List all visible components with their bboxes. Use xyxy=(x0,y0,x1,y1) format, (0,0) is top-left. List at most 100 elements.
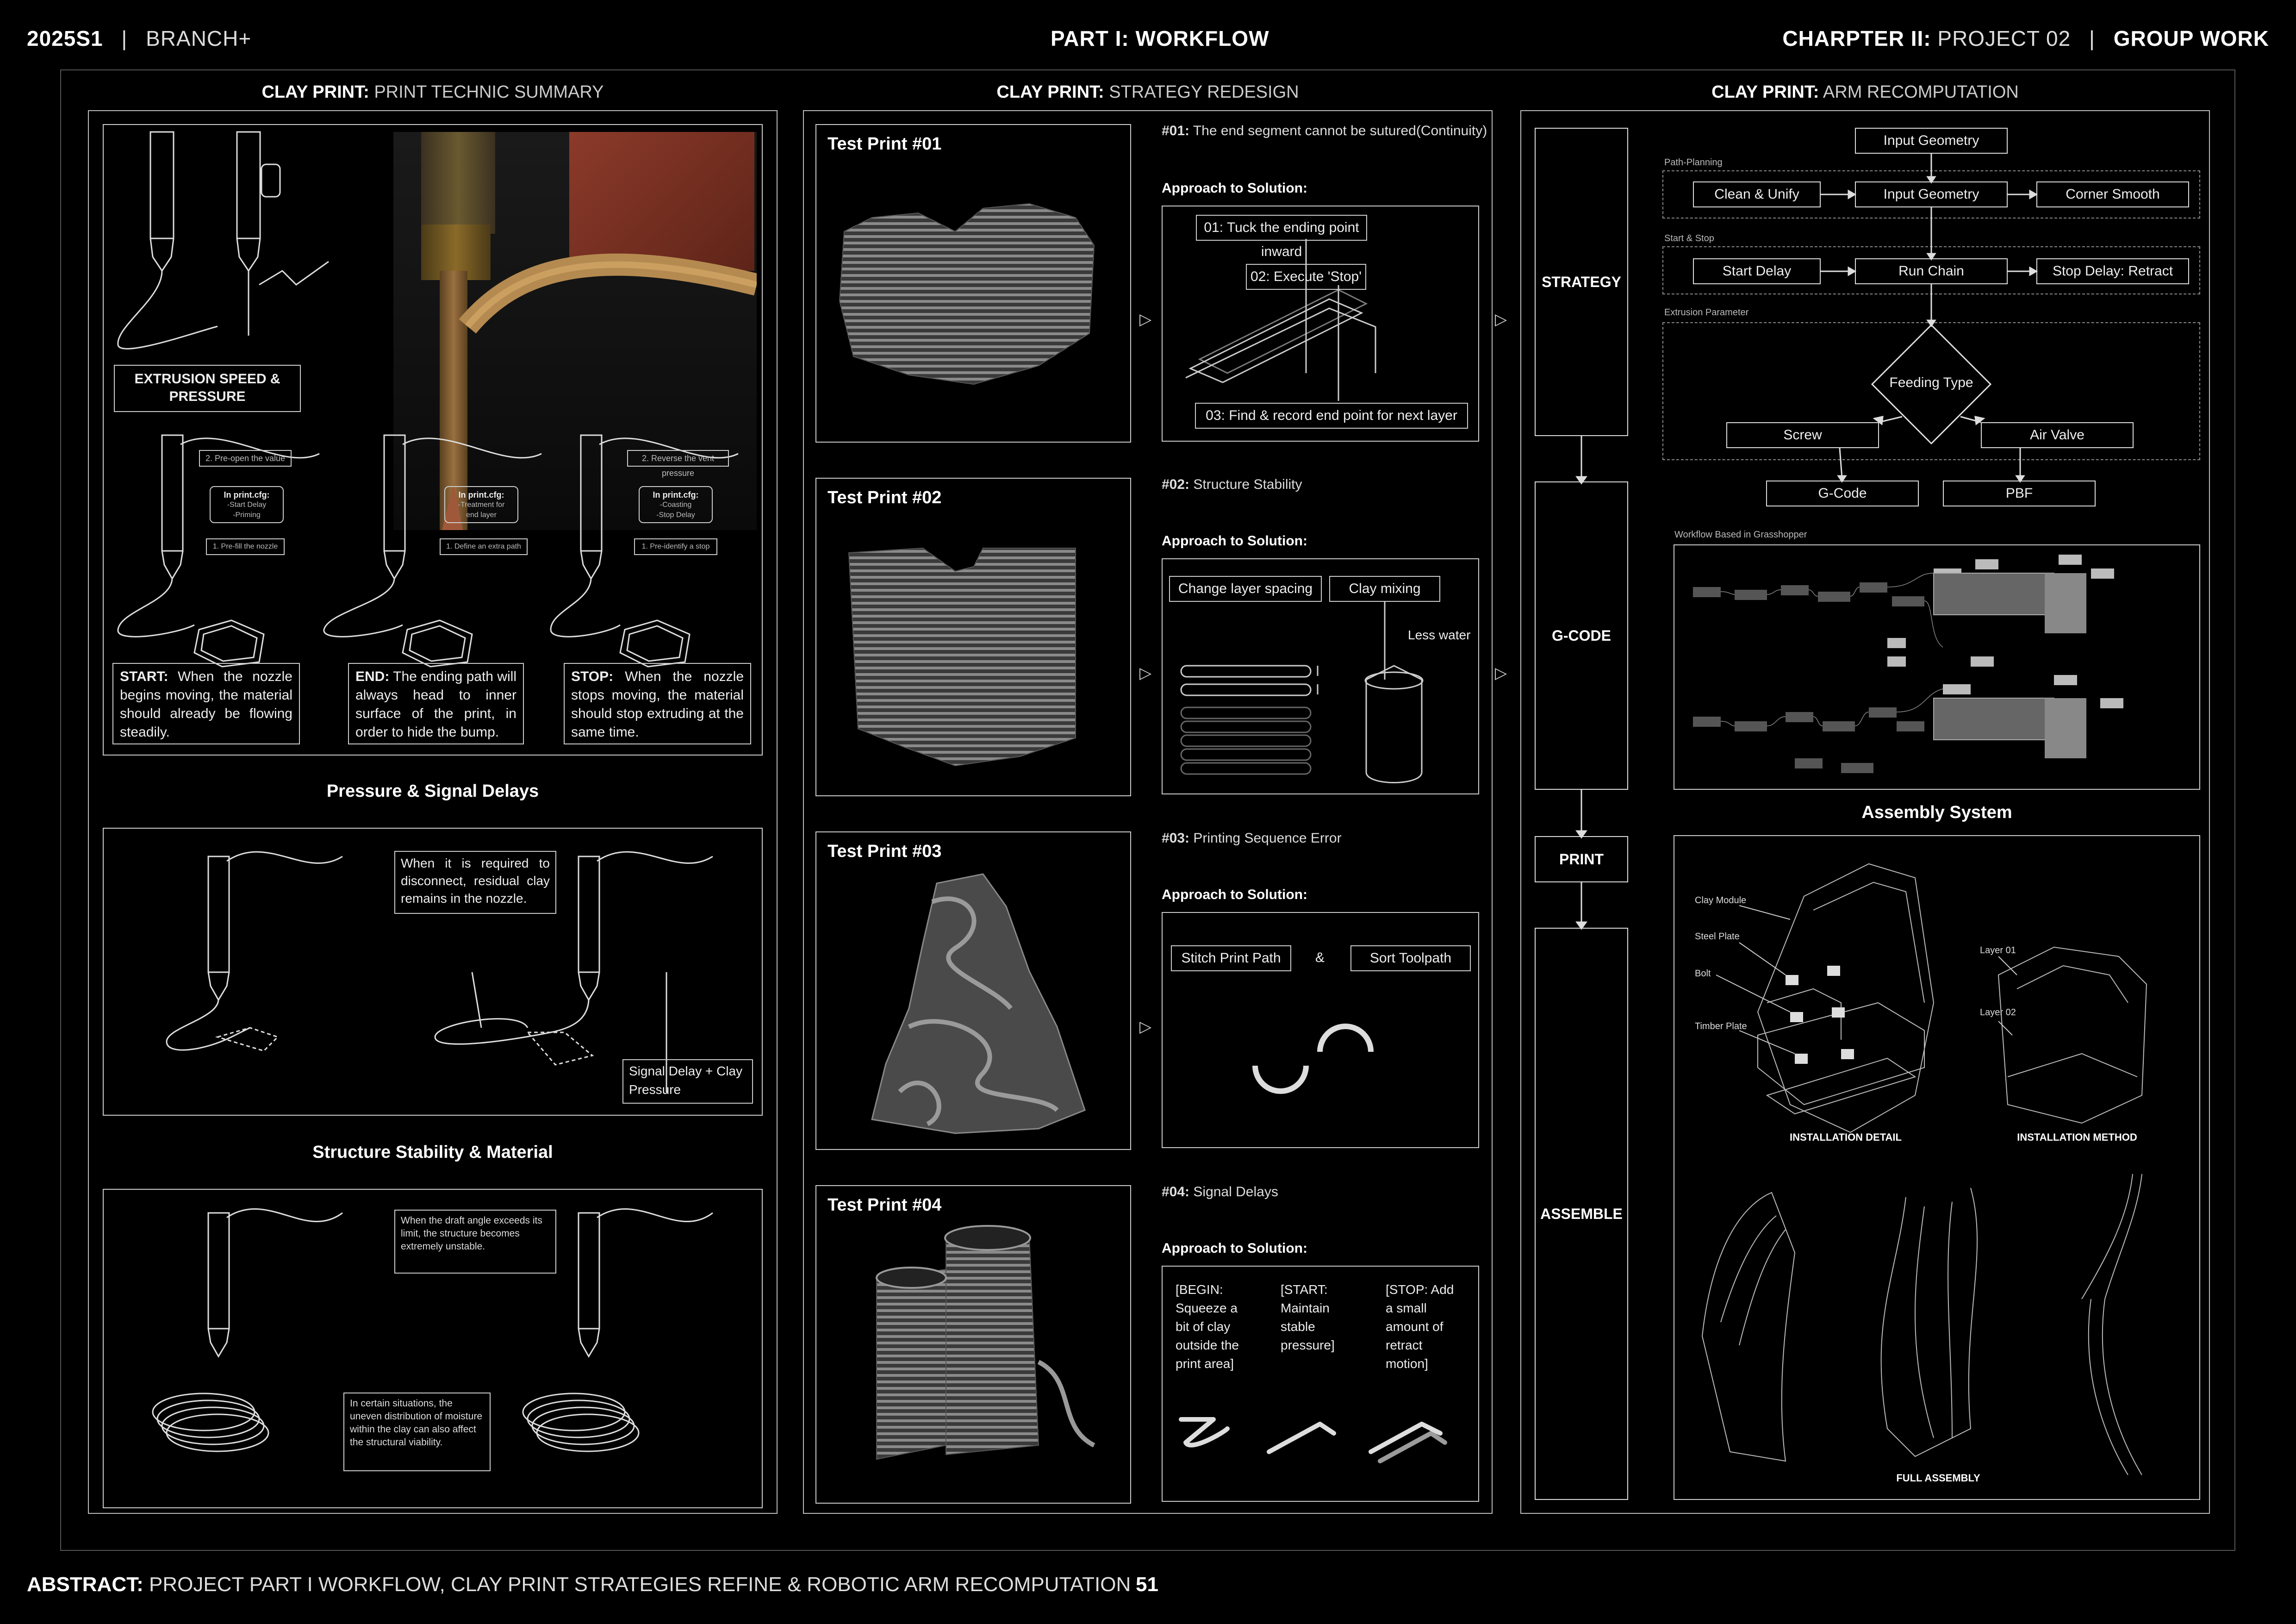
layer-spacing-sketch xyxy=(1180,602,1424,783)
extrusion-label: EXTRUSION SPEED & PRESSURE xyxy=(114,365,301,412)
assembly-title: Assembly System xyxy=(1861,803,2012,822)
label-bolt: Bolt xyxy=(1695,968,1711,979)
step-arrows xyxy=(1575,436,1587,930)
label-path-planning: Path-Planning xyxy=(1664,157,1723,168)
test-print-01-box: Test Print #01 xyxy=(815,124,1131,443)
test-print-02-label: Test Print #02 xyxy=(828,488,942,507)
approach-01: Approach to Solution: xyxy=(1162,181,1307,196)
solution-04-begin: [BEGIN: Squeeze a bit of clay outside th… xyxy=(1176,1282,1239,1371)
test-print-03-box: Test Print #03 xyxy=(815,831,1131,1150)
arrow-2: ▷ xyxy=(1139,664,1152,682)
solution-04-stop: [STOP: Add a small amount of retract mot… xyxy=(1386,1282,1454,1371)
pressure-title: Pressure & Signal Delays xyxy=(326,781,539,801)
solution-01-step-a: 01: Tuck the ending point inward xyxy=(1196,215,1367,259)
label-start-stop: Start & Stop xyxy=(1664,233,1714,244)
col1-title: CLAY PRINT: PRINT TECHNIC SUMMARY xyxy=(261,82,604,102)
semester-code: 2025S1 xyxy=(27,26,103,50)
pressure-sketch xyxy=(166,851,713,1093)
approach-02: Approach to Solution: xyxy=(1162,533,1307,549)
nozzle-sketches-middle xyxy=(117,434,739,668)
callout-extra-path: 1. Define an extra path xyxy=(440,538,528,555)
solution-01-step-c: 03: Find & record end point for next lay… xyxy=(1195,403,1468,429)
start-description: START: When the nozzle begins moving, th… xyxy=(112,663,300,744)
col2-frame xyxy=(803,110,1493,1514)
header-separator: | xyxy=(121,26,128,50)
nozzle-sketch-top xyxy=(117,131,329,350)
header-right: CHARPTER II: PROJECT 02 | GROUP WORK xyxy=(1782,26,2269,51)
callout-pre-identify: 1. Pre-identify a stop xyxy=(634,538,717,555)
node-clean-unify: Clean & Unify xyxy=(1693,181,1821,207)
footer-abstract: ABSTRACT: PROJECT PART I WORKFLOW, CLAY … xyxy=(27,1573,1131,1596)
callout-prefill: 1. Pre-fill the nozzle xyxy=(206,538,285,555)
label-steel-plate: Steel Plate xyxy=(1695,931,1740,942)
solution-03-a: Stitch Print Path xyxy=(1171,945,1291,971)
end-description: END: The ending path will always head to… xyxy=(348,663,524,744)
label-layer02: Layer 02 xyxy=(1980,1007,2016,1018)
node-air-valve: Air Valve xyxy=(1981,422,2134,448)
label-install-detail: INSTALLATION DETAIL xyxy=(1790,1131,1902,1143)
cfg-end-box: In print.cfg: -Treatment for end layer xyxy=(444,486,518,523)
feeding-diamond xyxy=(1871,324,1992,445)
pressure-note: When it is required to disconnect, resid… xyxy=(394,851,556,914)
label-timber-plate: Timber Plate xyxy=(1695,1021,1747,1031)
stop-description: STOP: When the nozzle stops moving, the … xyxy=(564,663,751,744)
node-start-delay: Start Delay xyxy=(1693,258,1821,284)
label-clay-module: Clay Module xyxy=(1695,895,1747,906)
outer-frame xyxy=(60,69,2235,1551)
test-print-03-image xyxy=(871,873,1086,1134)
label-layer01: Layer 01 xyxy=(1980,945,2016,956)
solution-02-a: Change layer spacing xyxy=(1169,576,1322,602)
arrow-3: ▷ xyxy=(1139,1018,1152,1036)
signal-delay-paths xyxy=(1179,1417,1447,1463)
solution-03-panel: Stitch Print Path & Sort Toolpath xyxy=(1162,912,1479,1148)
issue-03: #03: Printing Sequence Error xyxy=(1162,831,1342,846)
test-print-03-label: Test Print #03 xyxy=(828,842,942,861)
solution-01-panel: 01: Tuck the ending point inward 02: Exe… xyxy=(1162,206,1479,442)
callout-reverse: 2. Reverse the vent pressure xyxy=(627,450,729,478)
page-number: 51 xyxy=(1136,1573,1158,1596)
stability-sketch xyxy=(152,1208,713,1452)
solution-04-start: [START: Maintain stable pressure] xyxy=(1281,1282,1335,1352)
solution-04-panel: [BEGIN: Squeeze a bit of clay outside th… xyxy=(1162,1266,1479,1502)
cfg-start-box: In print.cfg: -Start Delay -Priming xyxy=(210,486,284,523)
approach-03: Approach to Solution: xyxy=(1162,887,1307,902)
assembly-sketches xyxy=(1701,863,2147,1475)
label-extrusion-param: Extrusion Parameter xyxy=(1664,307,1749,318)
assembly-panel: Clay Module Steel Plate Bolt Timber Plat… xyxy=(1674,835,2200,1500)
stability-title: Structure Stability & Material xyxy=(312,1143,553,1162)
approach-04: Approach to Solution: xyxy=(1162,1241,1307,1256)
moisture-note: In certain situations, the uneven distri… xyxy=(343,1393,491,1471)
test-print-01-image xyxy=(839,203,1095,385)
node-stop-delay: Stop Delay: Retract xyxy=(2036,258,2189,284)
test-print-04-image xyxy=(876,1225,1095,1460)
solution-02-panel: Change layer spacing Clay mixing Less wa… xyxy=(1162,558,1479,794)
solution-02-b: Clay mixing xyxy=(1329,576,1440,602)
col3-title: CLAY PRINT: ARM RECOMPUTATION xyxy=(1711,82,2019,102)
cfg-stop-box: In print.cfg: -Coasting -Stop Delay xyxy=(639,486,713,523)
test-print-01-label: Test Print #01 xyxy=(828,134,942,154)
label-full-assembly: FULL ASSEMBLY xyxy=(1896,1472,1980,1484)
issue-04: #04: Signal Delays xyxy=(1162,1184,1278,1199)
header-separator-2: | xyxy=(2089,26,2095,50)
pressure-panel xyxy=(103,828,763,1116)
col1-frame xyxy=(88,110,778,1514)
stability-panel xyxy=(103,1189,763,1508)
col3-frame xyxy=(1520,110,2210,1514)
grasshopper-panel xyxy=(1674,544,2200,790)
technic-panel xyxy=(103,124,763,756)
page-title: PART I: WORKFLOW xyxy=(1051,26,1269,50)
header-left: 2025S1 | BRANCH+ xyxy=(27,26,251,51)
test-print-04-box: Test Print #04 xyxy=(815,1185,1131,1504)
tuck-path-sketch xyxy=(1185,239,1376,401)
test-print-02-box: Test Print #02 xyxy=(815,478,1131,796)
node-input-geometry-top: Input Geometry xyxy=(1855,128,2008,154)
label-workflow-grasshopper: Workflow Based in Grasshopper xyxy=(1674,530,1807,540)
node-corner-smooth: Corner Smooth xyxy=(2036,181,2189,207)
studio-name: BRANCH+ xyxy=(146,26,252,50)
solution-03-amp: & xyxy=(1315,950,1325,965)
arrow-5: ▷ xyxy=(1495,664,1507,682)
node-feeding-type: Feeding Type xyxy=(1889,375,1973,390)
test-print-04-label: Test Print #04 xyxy=(828,1195,942,1215)
stitch-arcs xyxy=(1252,1024,1374,1094)
arrow-4: ▷ xyxy=(1495,311,1507,328)
